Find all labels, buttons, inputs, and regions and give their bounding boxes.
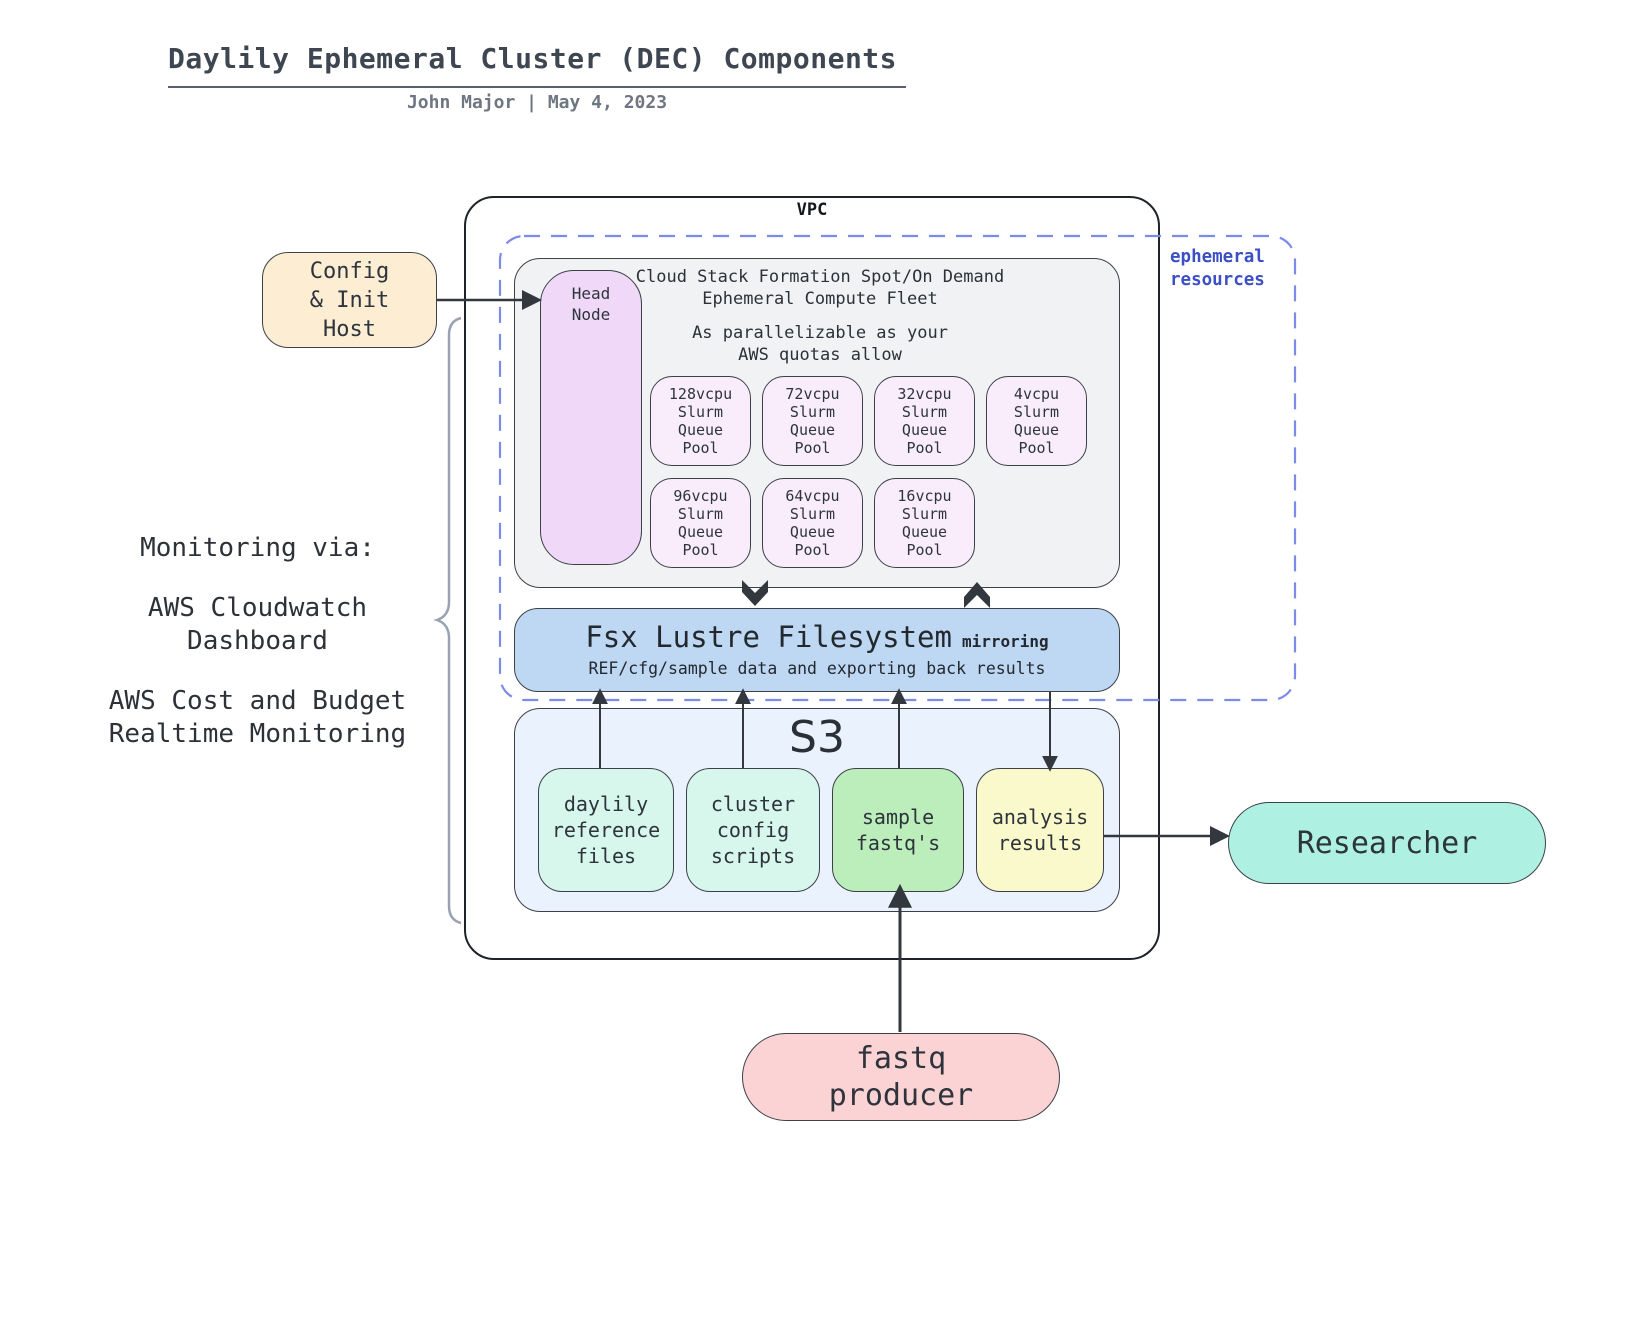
monitoring-curly-brace — [433, 316, 462, 925]
queue-pool-16vcpu: 16vcpu Slurm Queue Pool — [874, 478, 975, 568]
fleet-heading: Cloud Stack Formation Spot/On Demand Eph… — [635, 267, 1005, 309]
fsx-subtitle: REF/cfg/sample data and exporting back r… — [588, 658, 1046, 678]
bucket-cluster-config-scripts: cluster config scripts — [686, 768, 820, 892]
queue-pool-64vcpu: 64vcpu Slurm Queue Pool — [762, 478, 863, 568]
bucket-analysis-results: analysis results — [976, 768, 1104, 892]
title-underline — [168, 86, 906, 88]
page-title: Daylily Ephemeral Cluster (DEC) Componen… — [168, 42, 898, 75]
monitoring-item-cost-budget: AWS Cost and Budget Realtime Monitoring — [108, 686, 407, 749]
config-init-host: Config & Init Host — [262, 252, 437, 348]
fsx-title: Fsx Lustre Filesystem — [585, 619, 952, 654]
queue-pool-128vcpu: 128vcpu Slurm Queue Pool — [650, 376, 751, 466]
researcher: Researcher — [1228, 802, 1546, 884]
ephemeral-resources-label: ephemeral resources — [1170, 247, 1265, 290]
monitoring-note: Monitoring via: AWS Cloudwatch Dashboard… — [90, 532, 425, 778]
fsx-mirroring-tag: mirroring — [961, 631, 1049, 651]
queue-pool-96vcpu: 96vcpu Slurm Queue Pool — [650, 478, 751, 568]
fastq-producer: fastq producer — [742, 1033, 1060, 1121]
s3-label: S3 — [789, 712, 845, 763]
queue-pool-4vcpu: 4vcpu Slurm Queue Pool — [986, 376, 1087, 466]
monitoring-heading: Monitoring via: — [140, 533, 375, 563]
monitoring-item-cloudwatch: AWS Cloudwatch Dashboard — [147, 593, 368, 656]
fsx-lustre-box: Fsx Lustre Filesystem mirroring REF/cfg/s… — [514, 608, 1120, 692]
head-node: Head Node — [540, 270, 642, 565]
queue-pool-32vcpu: 32vcpu Slurm Queue Pool — [874, 376, 975, 466]
bucket-daylily-reference-files: daylily reference files — [538, 768, 674, 892]
byline: John Major | May 4, 2023 — [406, 92, 668, 113]
fsx-title-line: Fsx Lustre Filesystem mirroring — [585, 621, 1048, 658]
bucket-sample-fastqs: sample fastq's — [832, 768, 964, 892]
queue-pool-72vcpu: 72vcpu Slurm Queue Pool — [762, 376, 863, 466]
vpc-label: VPC — [796, 200, 828, 220]
fleet-note: As parallelizable as your AWS quotas all… — [692, 323, 948, 365]
